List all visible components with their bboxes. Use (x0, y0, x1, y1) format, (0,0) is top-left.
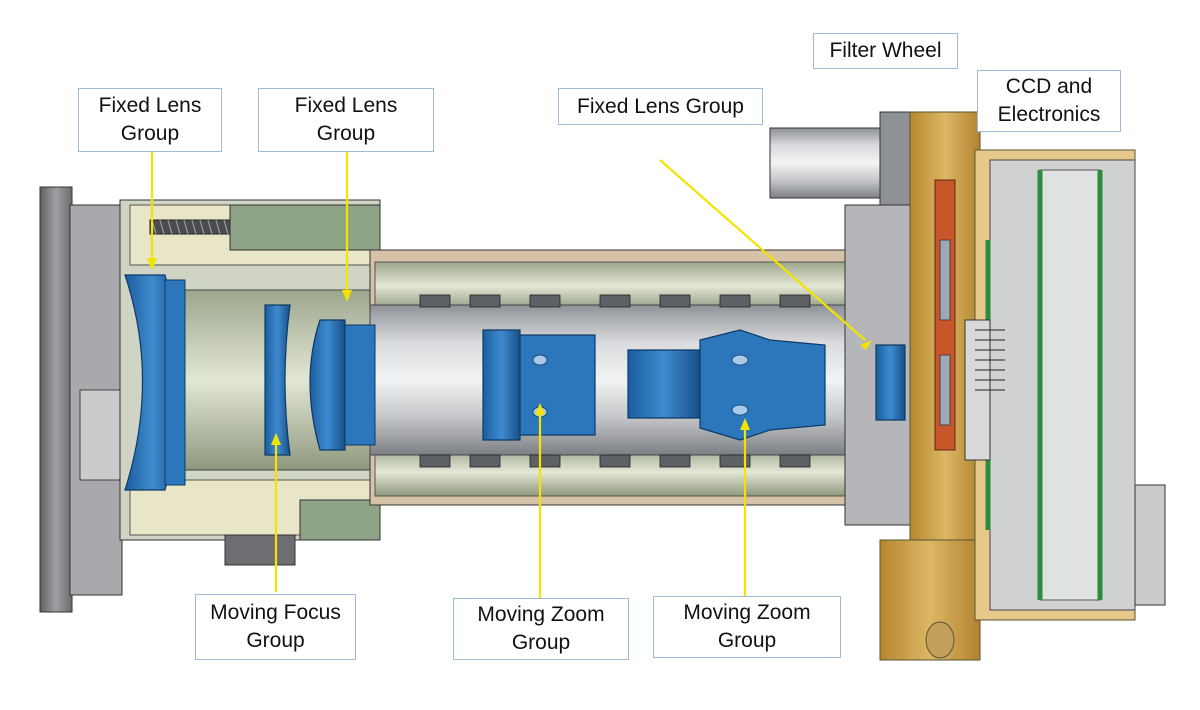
leader-lines (150, 152, 866, 598)
leader-fixed-lens-3 (659, 159, 866, 341)
fixed-front-lens (124, 274, 186, 491)
front-flange (39, 186, 123, 613)
fixed-lens-group-label-3: Fixed Lens Group (558, 88, 763, 125)
ccd-electronics-label: CCD and Electronics (977, 70, 1121, 132)
moving-focus-group-lenses (264, 304, 376, 456)
moving-zoom-group-label-2: Moving Zoom Group (653, 596, 841, 658)
leader-arrowheads (147, 258, 872, 445)
filter-wheel-label: Filter Wheel (813, 33, 958, 69)
fixed-rear-lens (875, 344, 906, 421)
fixed-lens-group-label-2: Fixed Lens Group (258, 88, 434, 152)
moving-focus-group-label: Moving Focus Group (195, 594, 356, 660)
moving-zoom-group-2-lenses (627, 329, 826, 441)
fixed-lens-group-label-1: Fixed Lens Group (78, 88, 222, 152)
moving-zoom-group-label-1: Moving Zoom Group (453, 598, 629, 660)
ccd-electronics-housing (879, 111, 1166, 661)
